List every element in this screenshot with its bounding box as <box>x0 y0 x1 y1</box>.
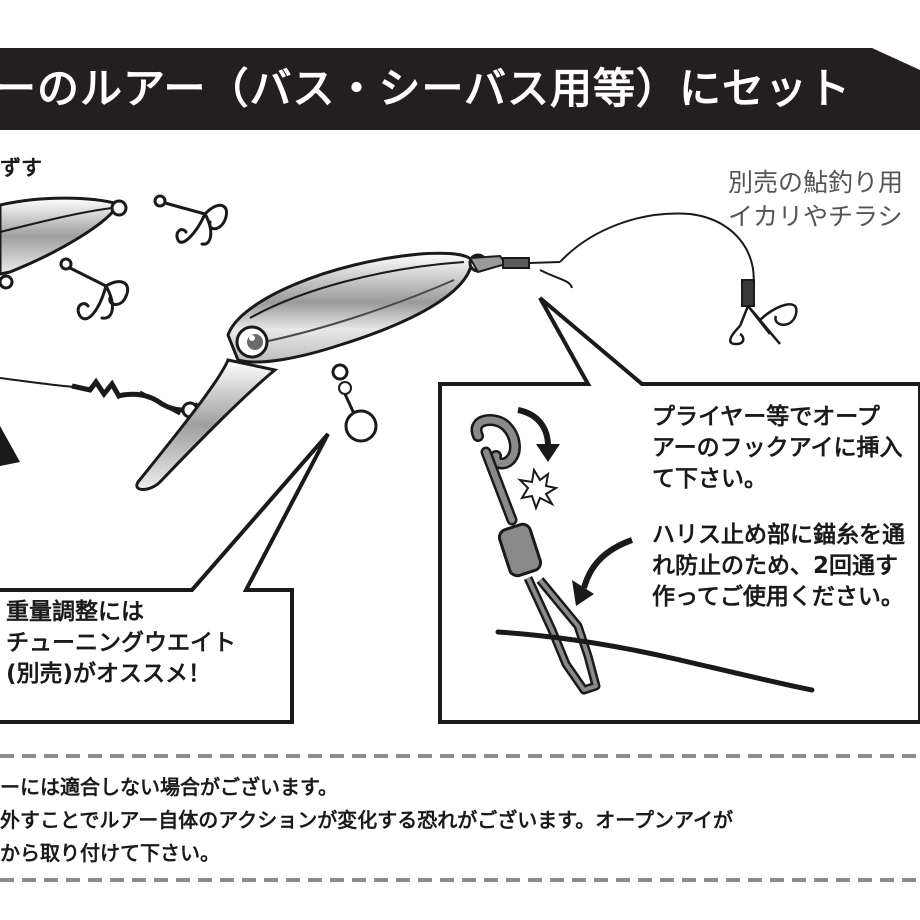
remove-hooks-label: ずす <box>0 156 42 180</box>
note-line: ーには適合しない場合がございます。 <box>0 775 338 799</box>
removed-lure-illustration <box>0 196 128 290</box>
header-banner <box>0 48 920 130</box>
note-line: から取り付けて下さい。 <box>0 841 220 865</box>
line-with-snap <box>0 377 200 419</box>
snap-detail-box <box>438 296 920 724</box>
curved-arrow-icon <box>572 537 634 606</box>
treble-hook-icon <box>153 194 229 246</box>
weight-callout-text: 重量調整には チューニングウエイト (別売)がオススメ！ <box>6 599 236 687</box>
separate-sale-note: 別売の鮎釣り用 イカリやチラシ <box>728 168 904 231</box>
note-line: 外すことでルアー自体のアクションが変化する恐れがございます。オープンアイが <box>0 808 733 832</box>
ayu-hook-rig <box>539 212 798 346</box>
arrow-icon <box>0 426 20 466</box>
treble-hook-icon <box>59 257 130 321</box>
harris-instruction-text: ハリス止め部に錨糸を通 れ防止のため、2回通す 作ってご使用ください。 <box>652 522 905 610</box>
open-eye-swivel <box>470 414 815 695</box>
plier-instruction-text: プライヤー等でオープ アーのフックアイに挿入 て下さい。 <box>652 404 903 492</box>
crankbait-lure <box>135 251 561 491</box>
page-title: ーのルアー（バス・シーバス用等）にセット <box>0 64 852 113</box>
curved-arrow-icon <box>517 407 560 462</box>
weight-callout-box <box>0 432 330 724</box>
